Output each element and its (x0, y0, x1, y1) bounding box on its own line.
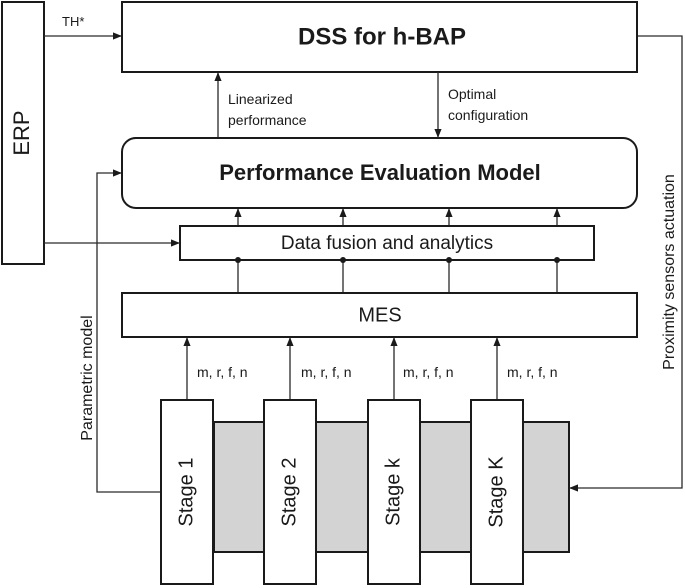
signal-label-2: m, r, f, n (301, 364, 352, 380)
mes-block: MES (121, 292, 638, 338)
erp-box (1, 1, 45, 265)
stage-k-label: Stage k (382, 457, 404, 526)
signal-label-3: m, r, f, n (403, 364, 454, 380)
parametric-model-label: Parametric model (79, 315, 96, 440)
linearized-label-line1: Linearized (228, 91, 293, 107)
stage-1-label: Stage 1 (175, 458, 197, 527)
dss-box (121, 1, 638, 73)
erp-block: ERP (1, 1, 45, 265)
optimal-label-line1: Optimal (448, 86, 496, 102)
optimal-label-line2: configuration (448, 107, 528, 123)
data-fusion-block: Data fusion and analytics (179, 225, 595, 261)
pem-block: Performance Evaluation Model (121, 137, 638, 209)
data-fusion-label: Data fusion and analytics (281, 233, 493, 254)
data-fusion-box (179, 225, 595, 261)
parametric-model-arrow (96, 169, 160, 493)
mes-box (121, 292, 638, 338)
stage-K-label: Stage K (485, 456, 507, 528)
pem-title: Performance Evaluation Model (219, 160, 541, 185)
stage-2-label: Stage 2 (278, 458, 300, 527)
stage-2: Stage 2 (263, 399, 317, 585)
junction-dot-4 (554, 257, 560, 263)
pem-box (121, 137, 638, 209)
stage-2-box (263, 399, 317, 585)
junction-dot-1 (235, 257, 241, 263)
stage-K-box (470, 399, 524, 585)
stage-K: Stage K (470, 399, 524, 585)
stage-1: Stage 1 (160, 399, 214, 585)
stage-1-box (160, 399, 214, 585)
dss-title: DSS for h-BAP (298, 23, 466, 50)
junction-dot-2 (340, 257, 346, 263)
th-label: TH* (62, 14, 84, 29)
linearized-label-line2: performance (228, 112, 307, 128)
signal-label-1: m, r, f, n (197, 364, 248, 380)
stage-k-box (367, 399, 421, 585)
erp-label: ERP (9, 110, 34, 155)
mes-label: MES (358, 304, 401, 326)
proximity-actuation-arrow (569, 35, 683, 492)
signal-label-4: m, r, f, n (507, 364, 558, 380)
proximity-label: Proximity sensors actuation (661, 174, 678, 370)
junction-dot-3 (446, 257, 452, 263)
stage-k: Stage k (367, 399, 421, 585)
dss-block: DSS for h-BAP (121, 1, 638, 73)
